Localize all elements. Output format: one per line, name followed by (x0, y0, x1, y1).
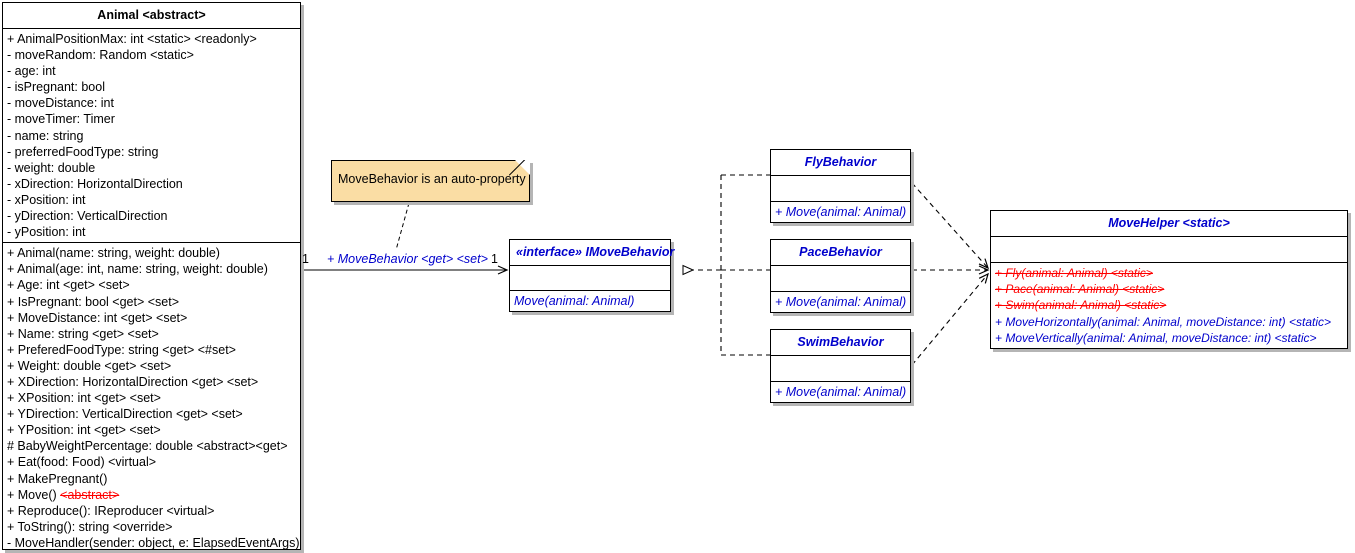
class-swimbehavior-title: SwimBehavior (771, 330, 910, 356)
class-movehelper[interactable]: MoveHelper <static> + Fly(animal: Animal… (990, 210, 1348, 350)
attribute-row: - yDirection: VerticalDirection (7, 209, 168, 224)
note-move-behavior[interactable]: MoveBehavior is an auto-property (331, 160, 530, 202)
operation-row: + Move(animal: Animal) (775, 385, 907, 399)
class-pacebehavior[interactable]: PaceBehavior + Move(animal: Animal) (770, 239, 911, 313)
operation-row-removed: + Fly(animal: Animal) <static> (995, 266, 1153, 280)
class-movehelper-title: MoveHelper <static> (991, 211, 1347, 237)
attribute-row: - yPosition: int (7, 225, 86, 240)
attribute-row: - xPosition: int (7, 192, 86, 207)
class-imovebehavior-title: «interface» IMoveBehavior (510, 240, 674, 266)
edge-note-anchor (395, 202, 410, 251)
class-pacebehavior-operations: + Move(animal: Animal) (771, 292, 910, 312)
operation-row: + YDirection: VerticalDirection <get> <s… (7, 407, 243, 422)
class-pacebehavior-attributes (771, 266, 910, 292)
attribute-row: + AnimalPositionMax: int <static> <reado… (7, 32, 257, 46)
operation-row: + ToString(): string <override> (7, 519, 173, 534)
operation-row-removed: + Swim(animal: Animal) <static> (995, 298, 1167, 313)
operation-row: + Reproduce(): IReproducer <virtual> (7, 503, 215, 518)
operation-move-label: + Move() (7, 487, 61, 502)
operation-row: + Eat(food: Food) <virtual> (7, 455, 157, 470)
class-flybehavior-attributes (771, 176, 910, 202)
class-animal-title: Animal <abstract> (3, 3, 300, 29)
class-swimbehavior-attributes (771, 356, 910, 382)
note-text: MoveBehavior is an auto-property (338, 172, 526, 186)
operation-row: + Animal(name: string, weight: double) (7, 246, 220, 261)
operation-row: + XPosition: int <get> <set> (7, 391, 161, 406)
class-swimbehavior[interactable]: SwimBehavior + Move(animal: Animal) (770, 329, 911, 403)
class-flybehavior-operations: + Move(animal: Animal) (771, 202, 910, 222)
class-animal[interactable]: Animal <abstract> + AnimalPositionMax: i… (2, 2, 301, 550)
operation-row: + Name: string <get> <set> (7, 326, 159, 341)
edge-realizations-imovebehavior (683, 174, 770, 356)
operation-row: + Age: int <get> <set> (7, 278, 130, 293)
class-swimbehavior-operations: + Move(animal: Animal) (771, 382, 910, 402)
attribute-row: - name: string (7, 128, 84, 143)
class-imovebehavior-operations: Move(animal: Animal) (510, 291, 670, 311)
attribute-row: - age: int (7, 64, 56, 79)
association-label: + MoveBehavior <get> <set> (327, 252, 488, 266)
operation-row: # BabyWeightPercentage: double <abstract… (7, 439, 288, 454)
attribute-row: - moveRandom: Random <static> (7, 48, 194, 63)
operation-move-removed-tag: <abstract> (60, 487, 120, 502)
operation-row: + MoveHorizontally(animal: Animal, moveD… (995, 314, 1332, 329)
edge-dependencies-movehelper (911, 182, 990, 366)
operation-row: + IsPregnant: bool <get> <set> (7, 294, 180, 309)
association-target-multiplicity: 1 (491, 252, 498, 266)
class-movehelper-attributes (991, 237, 1347, 263)
operation-row: + Animal(age: int, name: string, weight:… (7, 262, 268, 277)
attribute-row: - moveTimer: Timer (7, 112, 115, 127)
operation-row: + Move(animal: Animal) (775, 205, 907, 219)
class-flybehavior-title: FlyBehavior (771, 150, 910, 176)
operation-row-move: + Move() <abstract> (3, 487, 300, 503)
operation-row: Move(animal: Animal) (514, 294, 635, 308)
attribute-row: - moveDistance: int (7, 96, 114, 111)
class-movehelper-operations: + Fly(animal: Animal) <static> + Pace(an… (991, 263, 1347, 348)
operation-row: + YPosition: int <get> <set> (7, 423, 161, 438)
class-flybehavior[interactable]: FlyBehavior + Move(animal: Animal) (770, 149, 911, 223)
operation-row: + Move(animal: Animal) (775, 295, 907, 309)
attribute-row: - weight: double (7, 160, 96, 175)
attribute-row: - isPregnant: bool (7, 80, 105, 95)
class-animal-attributes: + AnimalPositionMax: int <static> <reado… (3, 29, 300, 244)
class-imovebehavior[interactable]: «interface» IMoveBehavior Move(animal: A… (509, 239, 674, 312)
operation-row-removed: + Pace(animal: Animal) <static> (995, 282, 1165, 297)
attribute-row: - preferredFoodType: string (7, 144, 159, 159)
operation-row: + MoveDistance: int <get> <set> (7, 310, 188, 325)
operation-row: + MakePregnant() (7, 471, 108, 486)
operation-row: + PreferedFoodType: string <get> <#set> (7, 342, 236, 357)
class-animal-operations: + Animal(name: string, weight: double) +… (3, 243, 300, 553)
class-pacebehavior-title: PaceBehavior (771, 240, 910, 266)
operation-row: + XDirection: HorizontalDirection <get> … (7, 374, 259, 389)
attribute-row: - xDirection: HorizontalDirection (7, 176, 183, 191)
class-imovebehavior-attributes (510, 266, 670, 291)
note-fold-line-icon (509, 160, 530, 181)
operation-row: - MoveHandler(sender: object, e: Elapsed… (7, 535, 300, 550)
operation-row: + Weight: double <get> <set> (7, 358, 172, 373)
operation-row: + MoveVertically(animal: Animal, moveDis… (995, 330, 1317, 345)
association-source-multiplicity: 1 (302, 252, 309, 266)
